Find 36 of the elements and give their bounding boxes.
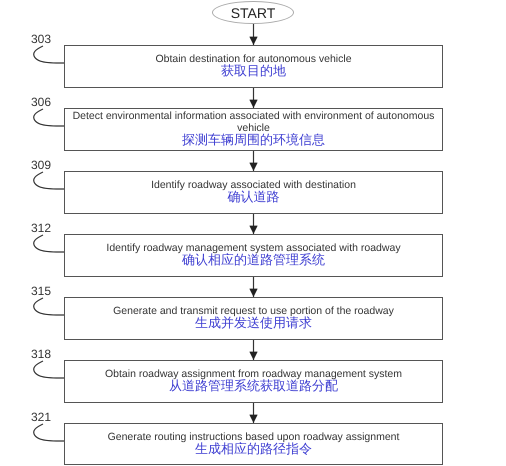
callout-number: 318	[27, 346, 55, 361]
callout-number: 321	[27, 409, 55, 424]
arrow	[249, 403, 258, 423]
arrow	[249, 24, 258, 45]
arrow	[249, 214, 258, 234]
step-text: Obtain roadway assignment from roadway management system	[104, 368, 402, 380]
step-translation: 确认相应的道路管理系统	[182, 254, 325, 269]
step-translation: 获取目的地	[221, 65, 286, 80]
callout-number: 315	[27, 283, 55, 298]
process-box	[64, 423, 443, 465]
step-text: Detect environmental information associated with environment of autonomous vehicle	[72, 110, 436, 134]
step-translation: 确认道路	[228, 191, 280, 206]
step-text: Identify roadway associated with destination	[151, 179, 356, 191]
callout-number: 312	[27, 220, 55, 235]
arrow	[249, 277, 258, 297]
process-box	[64, 297, 443, 340]
step-translation: 生成相应的路径指令	[195, 442, 312, 458]
step-text: Identify roadway management system associated with roadway	[106, 242, 401, 254]
step-text: Obtain destination for autonomous vehicle	[155, 53, 352, 65]
arrow	[249, 88, 258, 108]
step-text: Generate and transmit request to use portion of the roadway	[113, 305, 394, 317]
callout-number: 306	[27, 94, 55, 109]
callout-number: 303	[27, 31, 55, 46]
start-terminal: START	[212, 1, 294, 24]
step-translation: 生成并发送使用请求	[195, 317, 312, 332]
step-translation: 探测车辆周围的环境信息	[182, 134, 325, 150]
process-box	[64, 108, 443, 151]
step-text: Generate routing instructions based upon roadway assignment	[108, 430, 400, 442]
callout-number: 309	[27, 157, 55, 172]
process-box	[64, 234, 443, 277]
process-box	[64, 45, 443, 88]
process-box	[64, 171, 443, 214]
arrow	[249, 151, 258, 171]
process-box	[64, 360, 443, 403]
arrow	[249, 340, 258, 360]
step-translation: 从道路管理系统获取道路分配	[169, 380, 338, 395]
